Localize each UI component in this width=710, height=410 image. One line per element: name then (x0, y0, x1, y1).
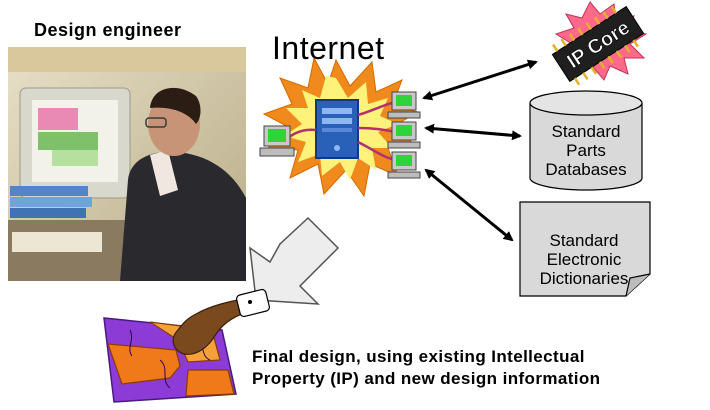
computer-icon-top (387, 91, 421, 119)
standard-parts-database (529, 90, 643, 191)
arrow-internet-dictionaries (424, 168, 514, 242)
caption-line: Property (IP) and new design information (252, 369, 601, 388)
computer-icon-left (259, 125, 295, 157)
hand-icon (172, 288, 270, 355)
arrow-internet-database (424, 123, 522, 141)
ip-core-chip: IP Core (551, 1, 648, 86)
database-label-line: Databases (545, 160, 627, 179)
database-label: Standard Parts Databases (528, 122, 644, 179)
computer-icon-middle (387, 121, 421, 149)
dictionaries-label-line: Electronic (546, 250, 622, 269)
database-label-line: Parts (566, 141, 606, 160)
server-icon (315, 99, 359, 159)
caption-line: Final design, using existing Intellectua… (252, 347, 585, 366)
dictionaries-label-line: Standard (549, 231, 619, 250)
computer-icon-bottom (387, 151, 421, 179)
internet-cloud (259, 56, 421, 198)
dictionaries-label-line: Dictionaries (539, 269, 629, 288)
standard-electronic-dictionaries (519, 201, 651, 297)
arrow-internet-ip-core (422, 59, 538, 101)
engineer-photo (8, 47, 246, 281)
design-engineer-title: Design engineer (34, 20, 182, 40)
dictionaries-label: Standard Electronic Dictionaries (520, 231, 648, 288)
internet-title: Internet (272, 30, 385, 66)
database-label-line: Standard (551, 122, 621, 141)
final-design-caption: Final design, using existing Intellectua… (252, 346, 600, 390)
